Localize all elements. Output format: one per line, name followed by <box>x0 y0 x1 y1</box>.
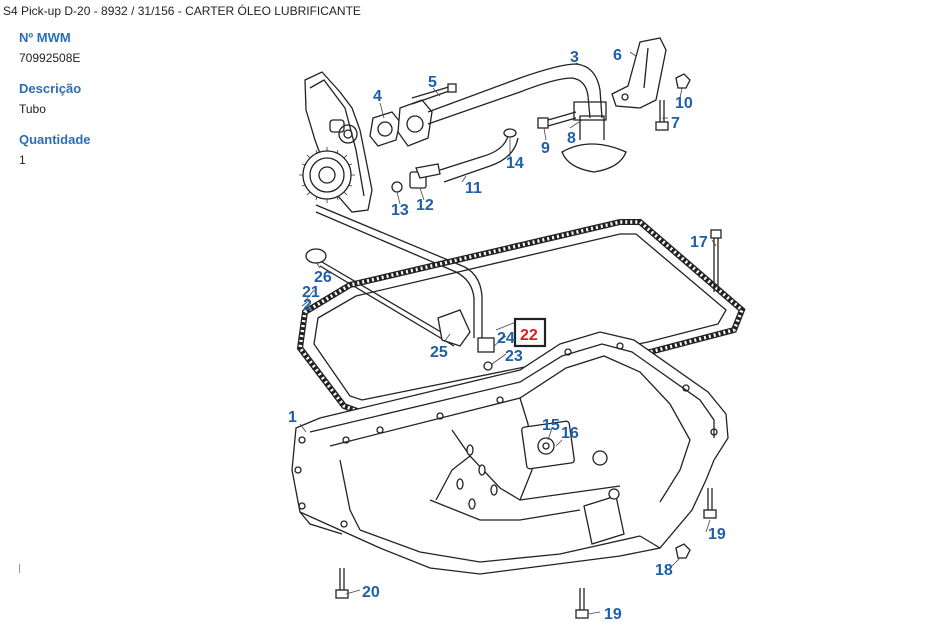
callout-leaders <box>299 51 717 615</box>
callout-19-upper[interactable]: 19 <box>708 526 726 543</box>
mwm-label: Nº MWM <box>19 30 71 45</box>
callout-22[interactable]: 22 <box>520 327 538 344</box>
oil-pump-assembly <box>299 71 373 213</box>
panel-divider-tick <box>19 564 20 573</box>
mwm-value: 70992508E <box>19 51 81 65</box>
callout-6[interactable]: 6 <box>613 47 622 64</box>
callout-20[interactable]: 20 <box>362 584 380 601</box>
callout-16[interactable]: 16 <box>561 425 579 442</box>
callout-14[interactable]: 14 <box>506 155 524 172</box>
quantity-label: Quantidade <box>19 132 91 147</box>
dipstick-part <box>305 204 495 371</box>
bracket-part <box>611 37 667 109</box>
page-title: S4 Pick-up D-20 - 8932 / 31/156 - CARTER… <box>3 4 361 18</box>
callout-11[interactable]: 11 <box>465 180 482 197</box>
callout-labels: 5 4 3 6 10 7 8 9 14 11 12 13 17 26 21 2 … <box>288 47 726 623</box>
callout-2[interactable]: 2 <box>303 297 312 314</box>
highlighted-part-box <box>513 317 547 348</box>
quantity-value: 1 <box>19 153 26 167</box>
bolt-part <box>537 111 577 129</box>
tube-part <box>439 128 519 183</box>
bolt-and-nut-part <box>655 73 691 131</box>
suction-tube-part <box>397 63 627 173</box>
callout-13[interactable]: 13 <box>391 202 409 219</box>
callout-8[interactable]: 8 <box>567 130 576 147</box>
gasket-part <box>369 111 401 147</box>
callout-25[interactable]: 25 <box>430 344 448 361</box>
callout-1[interactable]: 1 <box>288 409 297 426</box>
callout-15[interactable]: 15 <box>542 417 560 434</box>
oil-pan-gasket <box>296 219 746 416</box>
callout-17[interactable]: 17 <box>690 234 708 251</box>
callout-21[interactable]: 21 <box>302 284 320 301</box>
bolts-part <box>335 229 722 619</box>
part-details-panel: Nº MWM 70992508E Descrição Tubo Quantida… <box>19 30 259 183</box>
callout-4[interactable]: 4 <box>373 88 382 105</box>
callout-5[interactable]: 5 <box>428 74 437 91</box>
oil-pan-part <box>291 331 729 575</box>
callout-7[interactable]: 7 <box>671 115 680 132</box>
callout-12[interactable]: 12 <box>416 197 434 214</box>
description-value: Tubo <box>19 102 46 116</box>
callout-26[interactable]: 26 <box>314 269 332 286</box>
fitting-part <box>391 163 441 193</box>
callout-24[interactable]: 24 <box>497 330 515 347</box>
callout-9[interactable]: 9 <box>541 140 550 157</box>
callout-19-lower[interactable]: 19 <box>604 606 622 623</box>
callout-10[interactable]: 10 <box>675 95 693 112</box>
callout-3[interactable]: 3 <box>570 49 579 66</box>
callout-18[interactable]: 18 <box>655 562 673 579</box>
callout-23[interactable]: 23 <box>505 348 523 365</box>
bolt-part <box>411 83 457 105</box>
description-label: Descrição <box>19 81 82 96</box>
